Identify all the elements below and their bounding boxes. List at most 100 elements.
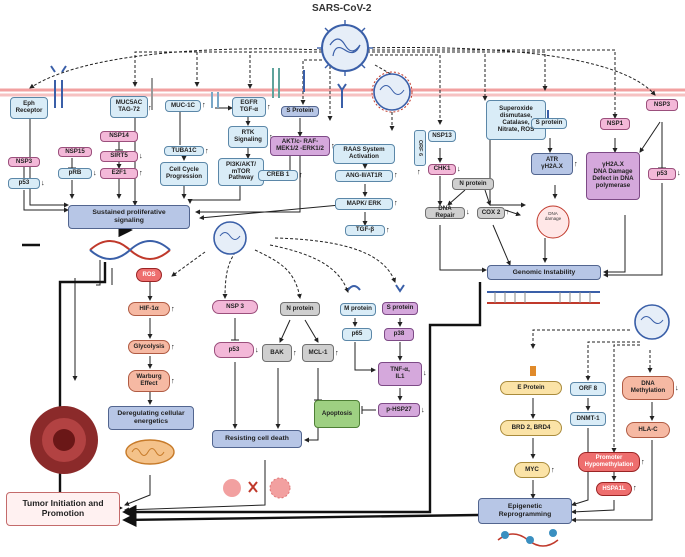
resisting-cell-death-box: Resisting cell death — [212, 430, 302, 448]
sirt5-box: SIRT5 — [100, 151, 138, 162]
p53-right-down: ↓ — [677, 168, 681, 177]
orf6-up: ↑ — [417, 167, 421, 176]
sustained-signaling-box: Sustained proliferative signaling — [68, 205, 190, 229]
tnf-il1-box: TNF-α, IL1 — [378, 362, 422, 386]
virus-dashed-arrows — [29, 47, 656, 453]
warburg-box: Warburg Effect — [128, 370, 170, 392]
promoter-hypomethylation-box: Promoter Hypomethylation — [578, 452, 640, 472]
raas-box: RAAS System Activation — [333, 144, 395, 164]
deregulating-box: Deregulating cellular energetics — [108, 406, 194, 430]
dying-cell-icons — [223, 477, 291, 499]
gh2ax-box: γH2A.X DNA Damage Defect in DNA polymera… — [586, 152, 640, 200]
dna-methylation-box: DNA Methylation — [622, 376, 674, 400]
epigenetic-reprogramming-box: Epigenetic Reprogramming — [478, 498, 572, 524]
virus-icon-top — [317, 20, 373, 76]
dna-repair-box: DNA Repair — [425, 205, 465, 219]
egfr-box: EGFR TGF-α — [232, 97, 266, 117]
dna-methylation-down: ↓ — [675, 383, 679, 392]
m-protein-box: M protein — [340, 303, 376, 316]
prb-down: ↓ — [93, 168, 97, 177]
muc5ac-up: ↑ — [148, 103, 152, 112]
muc1c-up: ↑ — [202, 100, 206, 109]
tgfb-up: ↑ — [386, 225, 390, 234]
dna-helix-icon — [89, 240, 171, 260]
tuba1c-box: TUBA1C — [164, 146, 204, 156]
prb-box: pRB — [58, 168, 92, 179]
apoptosis-box: Apoptosis — [314, 400, 360, 428]
virus-icon-membrane — [371, 71, 413, 113]
genomic-instability-box: Genomic Instability — [487, 265, 601, 280]
dnmt1-box: DNMT-1 — [570, 412, 606, 426]
virus-icon-right — [634, 304, 670, 340]
p53-left-down: ↓ — [41, 178, 45, 187]
egfr-up: ↑ — [267, 102, 271, 111]
tuba1c-up: ↑ — [205, 146, 209, 155]
n-protein-dna-box: N protein — [452, 178, 494, 190]
muc5ac-box: MUC5AC TAG-72 — [110, 96, 148, 118]
dna-strand-icon — [487, 291, 600, 304]
nsp3-left-box: NSP3 — [8, 157, 40, 167]
bak-box: BAK — [262, 344, 292, 362]
akt-raf-box: AKT/c- RAF- MEK1/2 -ERK1/2 — [270, 136, 330, 156]
dna-repair-down: ↓ — [466, 207, 470, 216]
p-hsp27-down: ↓ — [421, 405, 425, 414]
pi3k-box: PI3K/AKT/ mTOR Pathway — [218, 158, 264, 186]
e2f1-box: E2F1 — [100, 168, 138, 179]
rtk-box: RTK Signaling — [228, 126, 268, 148]
diagram-title: SARS-CoV-2 — [312, 3, 372, 14]
n-protein-middle-box: N protein — [280, 302, 320, 316]
p65-box: p65 — [342, 328, 372, 341]
p53-right-box: p53 — [648, 168, 676, 180]
e-protein-box: E Protein — [500, 381, 562, 395]
chk1-box: CHK1 — [428, 164, 456, 175]
chk1-down: ↓ — [457, 164, 461, 173]
nsp3-right-box: NSP3 — [646, 99, 678, 111]
nsp15-box: NSP15 — [58, 147, 92, 157]
mcl1-up: ↑ — [335, 348, 339, 357]
nsp1-box: NSP1 — [600, 118, 630, 130]
orf8-box: ORF 8 — [570, 382, 606, 396]
dna-damage-label: DNA damage — [544, 211, 562, 221]
e2f1-up: ↑ — [139, 168, 143, 177]
sirt5-down: ↓ — [139, 151, 143, 160]
cox2-box: COX 2 — [477, 207, 505, 219]
p53-middle-box: p53 — [214, 342, 254, 358]
hspa1l-box: HSPA1L — [596, 482, 632, 496]
p53-middle-down: ↓ — [255, 345, 259, 354]
myc-up: ↑ — [551, 465, 555, 474]
tumor-icon — [30, 406, 98, 474]
creb1-box: CREB 1 — [258, 170, 298, 181]
e-protein-icon — [530, 366, 536, 376]
glycolysis-box: Glycolysis — [128, 340, 170, 354]
s-protein-top-box: S Protein — [281, 106, 319, 117]
hla-c-box: HLA-C — [626, 422, 670, 438]
tnf-il1-down: ↓ — [423, 368, 427, 377]
akt-raf-up: ↑ — [331, 142, 335, 150]
myc-box: MYC — [514, 462, 550, 478]
glycolysis-up: ↑ — [171, 342, 175, 351]
orf6-label: ORF 6 — [417, 139, 424, 157]
s-protein-right-box: S protein — [531, 118, 567, 129]
s-protein-middle-box: S protein — [382, 302, 418, 315]
receptor-icons — [50, 65, 549, 293]
tumor-initiation-box: Tumor Initiation and Promotion — [6, 492, 120, 526]
mcl1-box: MCL-1 — [302, 344, 334, 362]
nsp3-middle-box: NSP 3 — [212, 300, 258, 314]
cell-cycle-box: Cell Cycle Progression — [160, 162, 208, 186]
brd-box: BRD 2, BRD4 — [500, 420, 562, 436]
promoter-up: ↑ — [641, 457, 645, 466]
mitochondria-icon — [125, 439, 175, 465]
creb1-up: ↑ — [299, 170, 303, 179]
mapk-up: ↑ — [394, 198, 398, 207]
eph-receptor-box: Eph Receptor — [10, 97, 48, 119]
atr-box: ATR γH2A.X — [531, 153, 573, 175]
bak-up: ↑ — [293, 348, 297, 357]
nsp14-box: NSP14 — [100, 131, 138, 142]
hif1a-up: ↑ — [171, 304, 175, 313]
warburg-up: ↑ — [171, 376, 175, 385]
nucleosome-icon — [497, 529, 559, 547]
p53-left-box: p53 — [8, 178, 40, 189]
orf6-box: ORF 6 — [414, 130, 426, 166]
